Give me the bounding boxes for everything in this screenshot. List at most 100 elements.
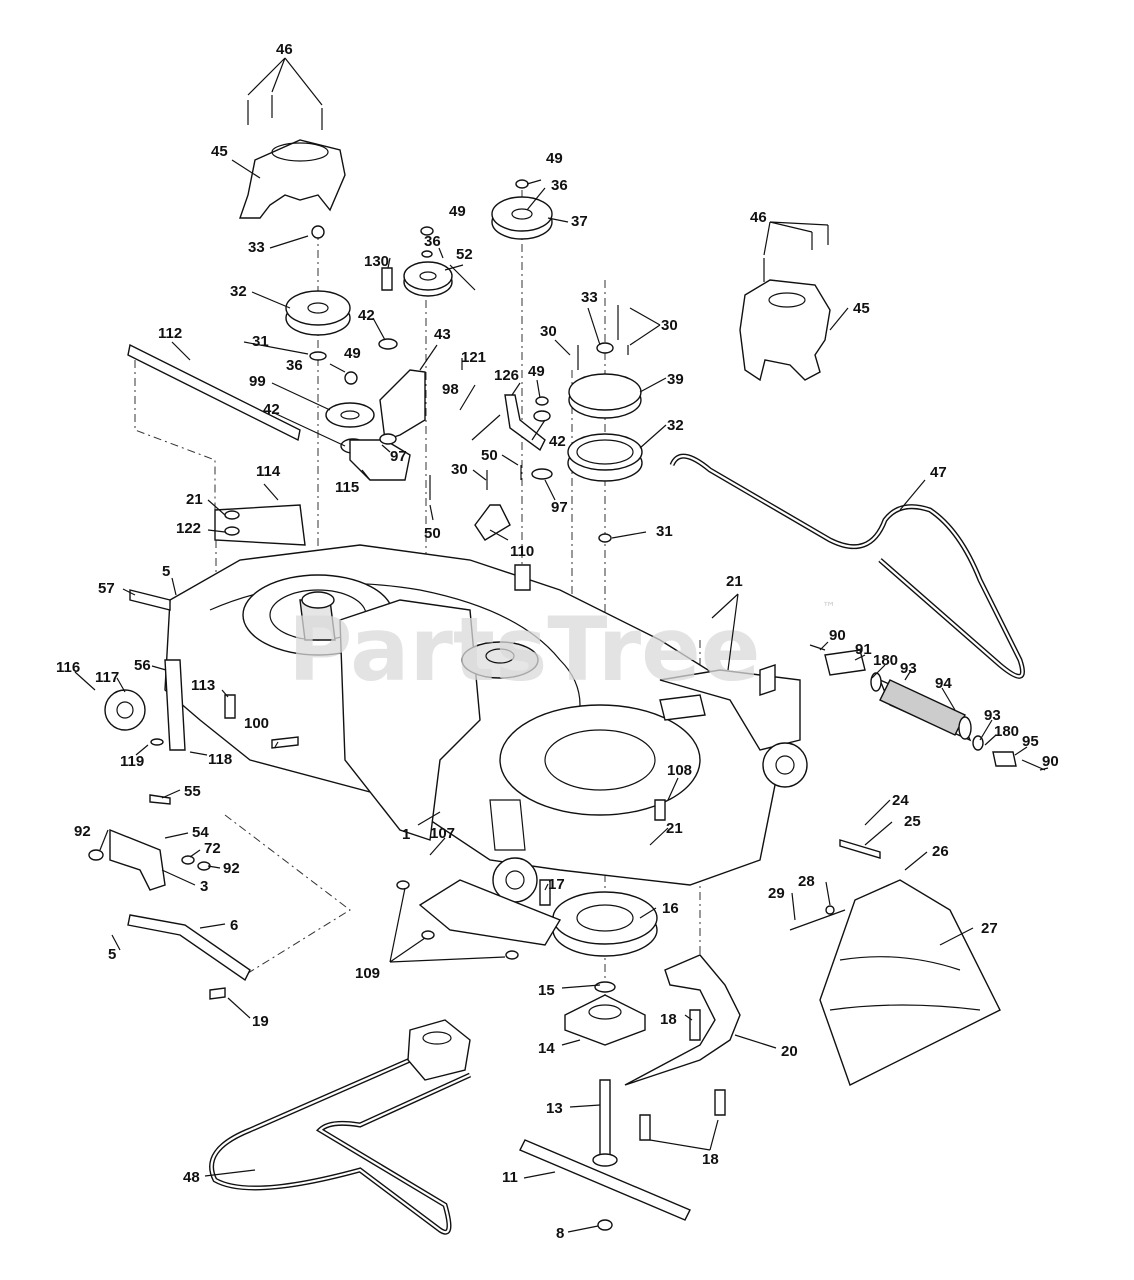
belt-cover-right: [739, 225, 831, 382]
callout-36: 36: [286, 357, 303, 374]
belts: [209, 453, 1025, 1235]
callout-1: 1: [402, 826, 410, 843]
callout-50: 50: [424, 525, 441, 542]
callout-39: 39: [667, 371, 684, 388]
watermark-brand: PartsTree: [288, 598, 760, 701]
callout-8: 8: [556, 1225, 564, 1242]
callout-49: 49: [449, 203, 466, 220]
callout-33: 33: [248, 239, 265, 256]
callout-122: 122: [176, 520, 201, 537]
callout-108: 108: [667, 762, 692, 779]
callout-27: 27: [981, 920, 998, 937]
callout-180: 180: [873, 652, 898, 669]
callout-72: 72: [204, 840, 221, 857]
callout-119: 119: [120, 753, 144, 770]
callout-26: 26: [932, 843, 949, 860]
callout-114: 114: [256, 463, 281, 480]
callout-93: 93: [900, 660, 917, 677]
callout-94: 94: [935, 675, 952, 692]
callout-31: 31: [656, 523, 673, 540]
left-side-linkages: [88, 343, 306, 1000]
callout-90: 90: [1042, 753, 1059, 770]
callout-46: 46: [276, 41, 293, 58]
callout-17: 17: [548, 876, 565, 893]
callout-57: 57: [98, 580, 115, 597]
callout-28: 28: [798, 873, 815, 890]
callout-46: 46: [750, 209, 767, 226]
callout-109: 109: [355, 965, 380, 982]
anti-scalp-roller-assembly: [759, 644, 1046, 771]
spindle-blade-assembly: [396, 879, 691, 1231]
callout-3: 3: [200, 878, 208, 895]
callout-11: 11: [502, 1169, 518, 1186]
callout-15: 15: [538, 982, 555, 999]
callout-labels: 46 45 33 32 31 36 49 99 42 112 130 42 36…: [56, 41, 1059, 1242]
baffle-20: [624, 694, 741, 1141]
callout-56: 56: [134, 657, 151, 674]
callout-42: 42: [358, 307, 375, 324]
callout-117: 117: [95, 669, 119, 686]
callout-95: 95: [1022, 733, 1039, 750]
callout-32: 32: [230, 283, 247, 300]
callout-91: 91: [855, 641, 872, 658]
callout-30: 30: [661, 317, 678, 334]
callout-5: 5: [162, 563, 170, 580]
callout-113: 113: [191, 677, 215, 694]
callout-42: 42: [263, 401, 280, 418]
callout-19: 19: [252, 1013, 269, 1030]
callout-97: 97: [551, 499, 568, 516]
callout-25: 25: [904, 813, 921, 830]
callout-36: 36: [551, 177, 568, 194]
callout-32: 32: [667, 417, 684, 434]
callout-126: 126: [494, 367, 519, 384]
callout-92: 92: [223, 860, 240, 877]
callout-93: 93: [984, 707, 1001, 724]
callout-33: 33: [581, 289, 598, 306]
callout-99: 99: [249, 373, 266, 390]
callout-21: 21: [186, 491, 203, 508]
electric-clutch: [407, 1019, 471, 1081]
callout-180: 180: [994, 723, 1019, 740]
callout-18: 18: [702, 1151, 719, 1168]
callout-30: 30: [451, 461, 468, 478]
callout-47: 47: [930, 464, 947, 481]
callout-121: 121: [461, 349, 486, 366]
callout-45: 45: [211, 143, 228, 160]
callout-54: 54: [192, 824, 209, 841]
discharge-chute: [789, 839, 1001, 1086]
callout-98: 98: [442, 381, 459, 398]
callout-30: 30: [540, 323, 557, 340]
callout-107: 107: [430, 825, 455, 842]
callout-116: 116: [56, 659, 80, 676]
callout-31: 31: [252, 333, 269, 350]
callout-42: 42: [549, 433, 566, 450]
callout-100: 100: [244, 715, 269, 732]
callout-16: 16: [662, 900, 679, 917]
callout-6: 6: [230, 917, 238, 934]
leader-lines: [74, 57, 1049, 1233]
callout-97: 97: [390, 448, 407, 465]
idler-pulley-assembly: [349, 226, 501, 500]
callout-49: 49: [528, 363, 545, 380]
belt-cover-left: [239, 95, 375, 454]
callout-50: 50: [481, 447, 498, 464]
callout-90: 90: [829, 627, 846, 644]
callout-13: 13: [546, 1100, 563, 1117]
callout-36: 36: [424, 233, 441, 250]
callout-112: 112: [158, 325, 182, 342]
callout-115: 115: [335, 479, 359, 496]
mower-deck-housing: [164, 544, 808, 903]
callout-14: 14: [538, 1040, 555, 1057]
watermark-tm: ™: [822, 600, 836, 616]
callout-110: 110: [510, 543, 534, 560]
callout-52: 52: [456, 246, 473, 263]
right-pulley-stack: [474, 179, 643, 591]
callout-92: 92: [74, 823, 91, 840]
callout-55: 55: [184, 783, 201, 800]
callout-29: 29: [768, 885, 785, 902]
callout-21: 21: [666, 820, 683, 837]
callout-24: 24: [892, 792, 909, 809]
partstree-watermark: PartsTree ™: [288, 598, 836, 701]
callout-5: 5: [108, 946, 116, 963]
